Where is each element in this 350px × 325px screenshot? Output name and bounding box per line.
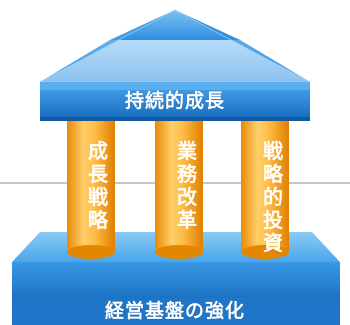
roof (39, 9, 311, 121)
base-label: 経営基盤の強化 (104, 300, 245, 322)
pillar-label-2: 業務改革 (177, 139, 197, 232)
pillar-1 (67, 112, 115, 259)
pillar-3 (241, 112, 289, 259)
roof-label: 持続的成長 (124, 90, 225, 112)
pillar-label-3: 戦略的投資 (263, 139, 283, 255)
pillar-2 (155, 112, 203, 259)
pillar-label-1: 成長戦略 (88, 139, 108, 232)
